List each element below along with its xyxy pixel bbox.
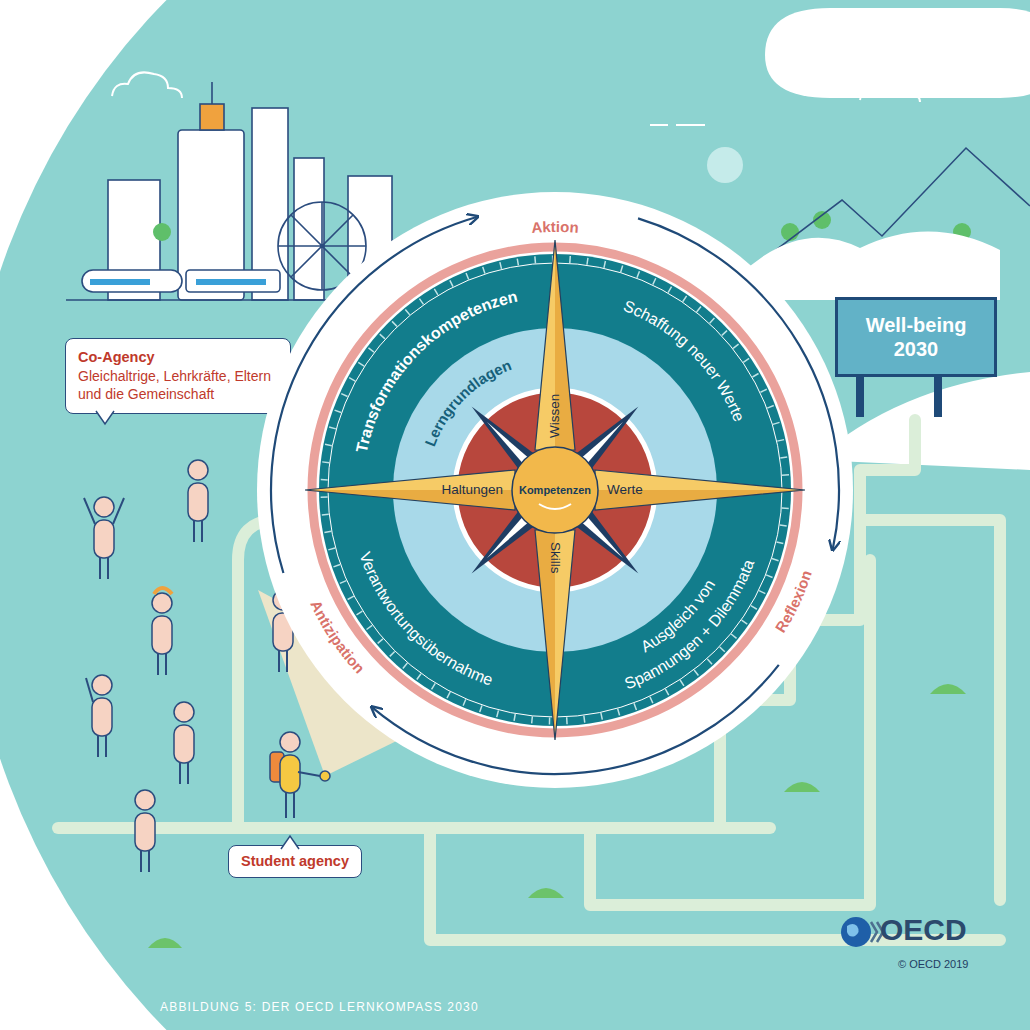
wind-line (676, 124, 705, 126)
arm (84, 498, 124, 524)
cap (154, 588, 172, 594)
foundation-ring: WissenHaltungenWerteSkillsKompetenzenLer… (393, 328, 717, 652)
teal-ring (319, 254, 791, 726)
train-stripe (90, 279, 150, 285)
arm-label: Werte (595, 466, 805, 514)
callout-box: Student agency (228, 845, 362, 878)
text-path: Antizipation (307, 597, 368, 676)
student-figure (270, 732, 330, 818)
copyright: © OECD 2019 (898, 958, 968, 970)
cycle-arrow (638, 218, 839, 549)
cycle-arrow (372, 665, 778, 774)
bush (148, 938, 182, 948)
pointer-shape (96, 411, 114, 424)
tick-line (328, 263, 782, 717)
cycle-arrow (271, 217, 477, 573)
callout-box: Co-AgencyGleichaltrige, Lehrkräfte, Elte… (65, 338, 291, 414)
text-path: Aktion (531, 218, 580, 236)
tower-top (200, 104, 224, 130)
callout-heading: Student agency (241, 852, 349, 871)
road (860, 420, 1000, 900)
sign-post (856, 375, 864, 417)
compass-arm: Wissen (531, 240, 579, 450)
callout-body: Gleichaltrige, Lehrkräfte, Eltern und di… (78, 367, 278, 403)
light-ring (393, 328, 717, 652)
antenna (211, 82, 213, 104)
compass-hub: Kompetenzen (511, 446, 599, 534)
arm-label: Skills (531, 530, 579, 740)
pink-ring (312, 247, 798, 733)
pointer-shape (281, 836, 299, 849)
compass-arm: Skills (531, 530, 579, 740)
logo-text: OECD (880, 913, 967, 947)
body (280, 755, 300, 793)
person-figure (92, 675, 112, 757)
wind-line (650, 124, 668, 126)
person-figure (135, 790, 155, 872)
minor-point-light (576, 511, 623, 558)
arm-label: Wissen (531, 240, 579, 450)
head (280, 732, 300, 752)
bush (930, 684, 966, 694)
tree (781, 223, 799, 241)
logo-globe (841, 917, 871, 947)
competence-ring: WissenHaltungenWerteSkillsKompetenzenLer… (319, 254, 791, 726)
person-figure (94, 497, 114, 579)
bush (528, 888, 564, 898)
hub-label: Kompetenzen (519, 484, 591, 496)
hill (740, 231, 1000, 300)
figure-caption: ABBILDUNG 5: DER OECD LERNKOMPASS 2030 (160, 1000, 479, 1014)
tree (153, 223, 171, 241)
logo-land (847, 924, 859, 937)
arm-label: Haltungen (305, 466, 515, 514)
person-figure (174, 702, 194, 784)
text-path: Ausgleich von (638, 573, 720, 655)
ring-label: Aktion (531, 218, 580, 236)
train-stripe (196, 279, 266, 285)
compass-disk: WissenHaltungenWerteSkillsKompetenzenLer… (257, 192, 853, 788)
callout-heading: Co-Agency (78, 348, 278, 367)
ring-label: Antizipation (307, 597, 368, 676)
compass-arm: Haltungen (305, 466, 515, 514)
minor-point (569, 504, 638, 573)
minor-point (569, 407, 638, 476)
minor-point (472, 504, 541, 573)
cloud-outline (860, 80, 920, 102)
text-path: Reflexion (772, 568, 815, 635)
red-core (455, 390, 655, 590)
callout-pointer (281, 835, 299, 848)
minor-point-light (576, 422, 623, 469)
train-car (186, 270, 280, 292)
ring-label: Reflexion (772, 568, 815, 635)
bush (784, 782, 820, 792)
arm (86, 678, 93, 702)
person-figure (152, 593, 172, 675)
limbs (286, 772, 320, 818)
city (66, 82, 396, 300)
minor-point-light (487, 422, 534, 469)
minor-point-light (487, 511, 534, 558)
sign-text: Well-being 2030 (854, 313, 978, 361)
cloud (765, 8, 1030, 98)
train-car (82, 270, 182, 292)
cloud-outline (112, 72, 182, 98)
compass-arm: Werte (595, 466, 805, 514)
building (294, 158, 324, 300)
compass-device (320, 771, 330, 781)
hub-smile (539, 504, 571, 509)
disk-ground (257, 192, 853, 788)
tick-band (324, 259, 786, 721)
moon (707, 147, 743, 183)
person-figure (188, 460, 208, 542)
minor-point (472, 407, 541, 476)
hub-circle (512, 447, 598, 533)
callout-pointer (96, 412, 114, 425)
billboard-sign: Well-being 2030 (835, 297, 997, 377)
sign-post (934, 375, 942, 417)
road (58, 822, 770, 834)
